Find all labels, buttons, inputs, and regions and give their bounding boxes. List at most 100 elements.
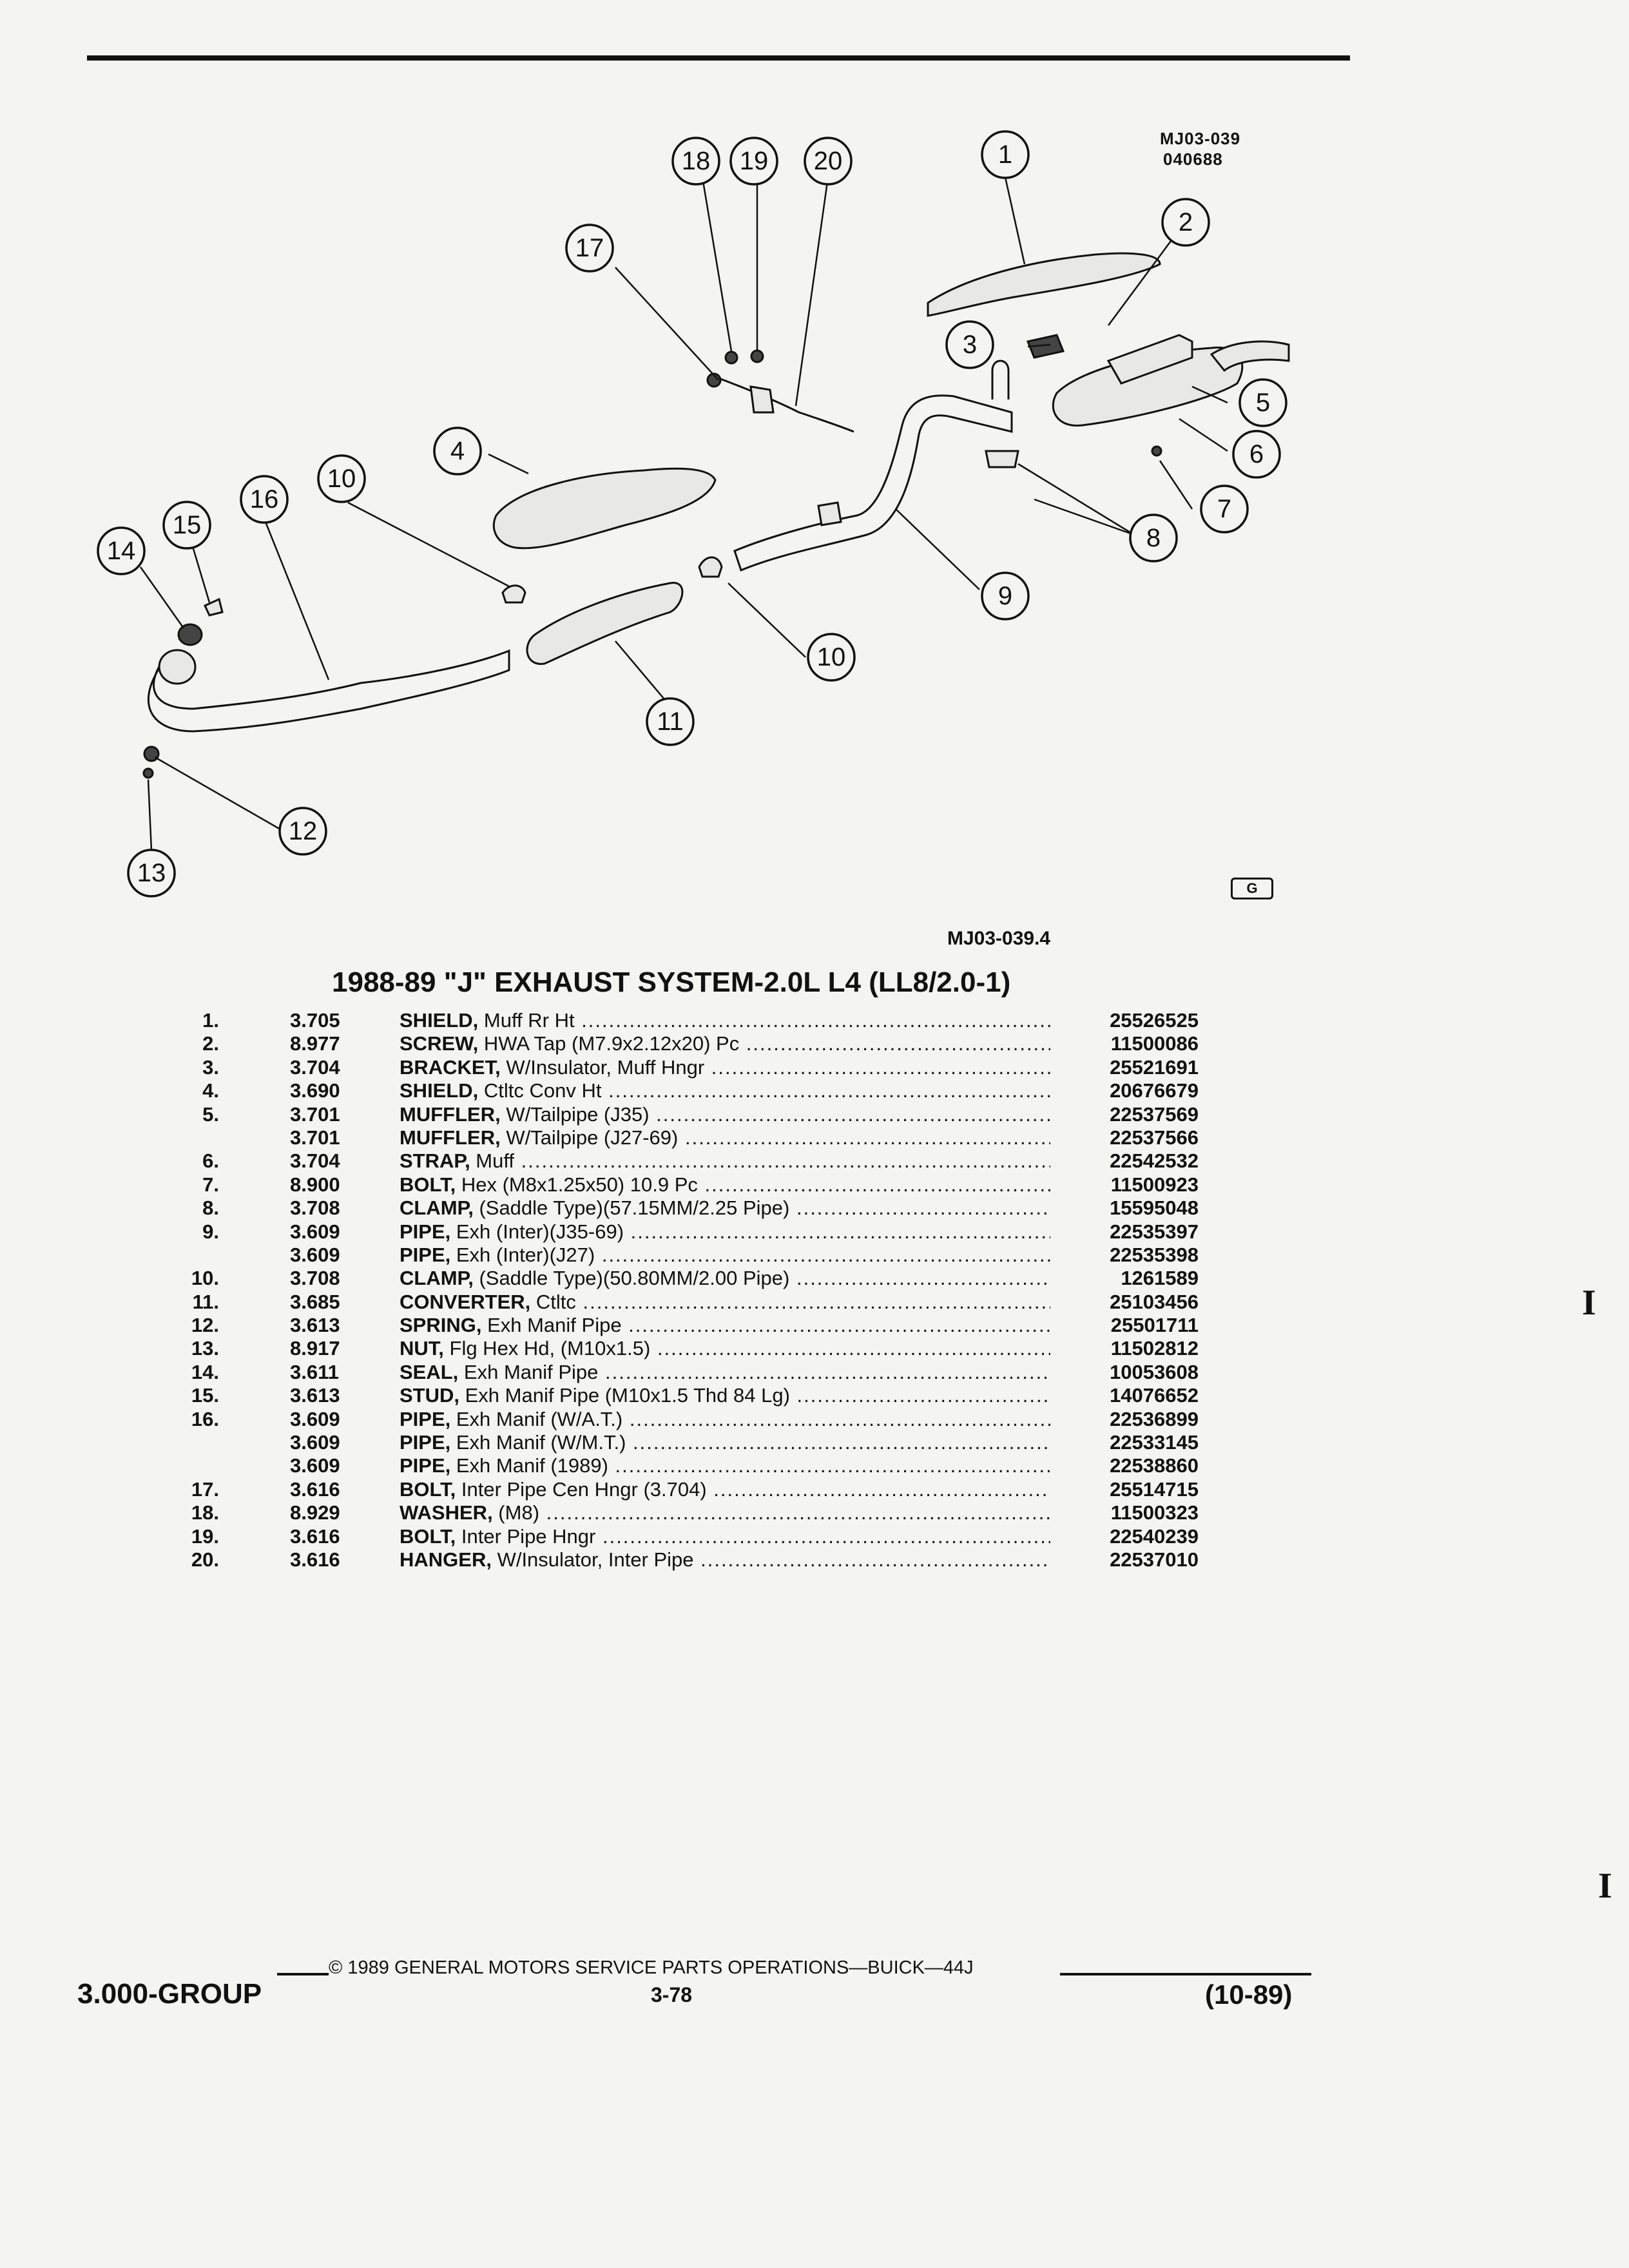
part-description: SEAL, Exh Manif Pipe ...................… [400,1361,1050,1384]
callout-20-label: 20 [814,147,843,175]
footer-group: 3.000-GROUP [77,1978,262,2010]
part-detail: (M8) [492,1501,540,1524]
part-detail: Exh (Inter)(J35-69) [450,1220,624,1243]
part-detail: Hex (M8x1.25x50) 10.9 Pc [456,1173,698,1196]
part-number: 20676679 [1110,1079,1199,1102]
group-number: 3.705 [290,1009,340,1032]
clamp-left-shape [501,584,526,604]
leader-dots: ........................................… [713,1477,1050,1501]
part-number: 11500323 [1110,1501,1199,1524]
part-name: PIPE, [400,1431,451,1454]
saddle-shape [985,450,1019,468]
flange-shape [158,649,197,685]
leader-dots: ........................................… [700,1548,1050,1571]
part-number: 22537010 [1110,1548,1199,1571]
part-description: PIPE, Exh (Inter)(J35-69) ..............… [400,1220,1050,1244]
gm-brand-mark: G [1231,878,1273,899]
part-detail: Ctltc Conv Ht [478,1079,602,1102]
footer-copyright: © 1989 GENERAL MOTORS SERVICE PARTS OPER… [329,1957,974,1978]
part-number: 22537566 [1110,1126,1199,1149]
callout-1: 1 [981,130,1030,179]
part-detail: W/Tailpipe (J35) [500,1102,650,1126]
part-description: STRAP, Muff ............................… [400,1149,1050,1173]
callout-15-label: 15 [173,511,202,539]
leader-dots: ........................................… [602,1524,1050,1548]
washer-shape [706,372,722,388]
part-detail: Exh Manif Pipe (M10x1.5 Thd 84 Lg) [459,1384,790,1407]
part-description: BOLT, Inter Pipe Hngr ..................… [400,1525,1050,1548]
group-number: 3.616 [290,1548,340,1571]
leader-dots: ........................................… [796,1267,1050,1290]
group-number: 3.613 [290,1384,340,1407]
part-name: BRACKET, [400,1055,501,1079]
part-name: BOLT, [400,1477,456,1501]
part-detail: Exh Manif Pipe [458,1360,599,1383]
part-name: CLAMP, [400,1267,474,1290]
leader-dots: ........................................… [601,1243,1050,1266]
item-number: 10. [191,1267,219,1290]
part-description: MUFFLER, W/Tailpipe (J35) ..............… [400,1103,1050,1126]
part-description: PIPE, Exh Manif (W/M.T.) ...............… [400,1431,1050,1454]
callout-2: 2 [1161,198,1210,247]
part-detail: Muff [470,1149,515,1173]
converter-shape [526,582,684,665]
part-number: 22538860 [1110,1454,1199,1477]
part-name: SEAL, [400,1360,459,1383]
part-number: 25501711 [1110,1314,1199,1337]
exhaust-exploded-diagram: 1 2 3 4 5 6 7 8 9 10 10 11 12 13 14 15 1… [97,130,1290,898]
intermediate-pipe-shape [733,394,1013,572]
part-detail: (Saddle Type)(57.15MM/2.25 Pipe) [473,1196,790,1220]
leader-dots: ........................................… [628,1314,1050,1337]
part-number: 22535397 [1110,1220,1199,1243]
callout-7: 7 [1200,485,1249,533]
part-detail: Ctltc [530,1290,576,1313]
group-number: 3.690 [290,1079,340,1102]
hanger-bracket-shape [749,385,775,414]
item-number: 15. [191,1384,219,1407]
part-description: PIPE, Exh (Inter)(J27) .................… [400,1244,1050,1267]
item-number: 2. [202,1032,219,1055]
part-number: 15595048 [1110,1196,1199,1220]
callout-17: 17 [565,224,614,273]
part-name: PIPE, [400,1407,451,1430]
callout-10-left: 10 [317,454,366,503]
part-description: WASHER, (M8) ...........................… [400,1501,1050,1524]
part-name: PIPE, [400,1243,451,1266]
callout-13: 13 [127,849,176,898]
part-name: CLAMP, [400,1196,474,1220]
callout-11-label: 11 [657,707,684,736]
part-description: SPRING, Exh Manif Pipe .................… [400,1314,1050,1337]
part-detail: W/Insulator, Muff Hngr [500,1055,705,1079]
part-detail: Inter Pipe Cen Hngr (3.704) [456,1477,707,1501]
part-number: 22535398 [1110,1243,1199,1266]
callout-18: 18 [671,137,720,186]
part-description: BOLT, Inter Pipe Cen Hngr (3.704) ......… [400,1478,1050,1501]
part-number: 22542532 [1110,1149,1199,1173]
item-number: 20. [191,1548,219,1571]
pipe-hanger-bracket-shape [817,501,842,526]
item-number: 17. [191,1477,219,1501]
clamp-right-shape [698,556,723,578]
leader-dots: ........................................… [746,1032,1050,1055]
part-description: NUT, Flg Hex Hd, (M10x1.5) .............… [400,1337,1050,1360]
item-number: 3. [202,1055,219,1079]
callout-4: 4 [433,427,482,476]
callout-9: 9 [981,572,1030,620]
part-description: PIPE, Exh Manif (W/A.T.) ...............… [400,1408,1050,1431]
group-number: 3.701 [290,1102,340,1126]
bolt-head-2-shape [750,349,764,363]
group-number: 3.701 [290,1126,340,1149]
group-number: 8.977 [290,1032,340,1055]
part-detail: Muff Rr Ht [478,1009,575,1032]
callout-3-label: 3 [963,331,977,359]
part-detail: (Saddle Type)(50.80MM/2.00 Pipe) [473,1267,790,1290]
callout-6: 6 [1232,430,1281,479]
leader-dots: ........................................… [796,1196,1050,1220]
leader-dots: ........................................… [656,1102,1050,1126]
part-name: SHIELD, [400,1009,479,1032]
